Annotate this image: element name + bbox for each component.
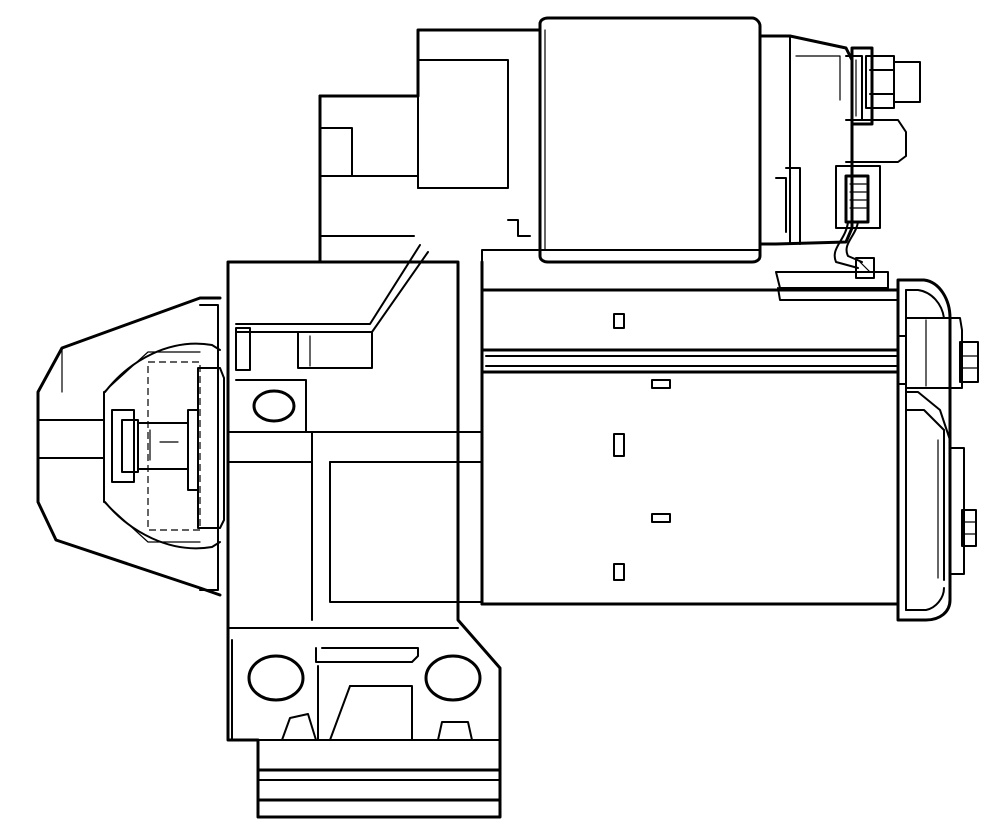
battery-terminal-stud (845, 46, 921, 163)
drive-end-frame (226, 260, 502, 819)
yoke-slots (613, 313, 671, 581)
fork-lever-housing (318, 28, 542, 264)
solenoid-end-cap (758, 34, 854, 246)
commutator-end-frame (896, 278, 952, 622)
through-bolt-heads (905, 317, 979, 575)
connector-strap (775, 221, 899, 301)
pinion-shaft (111, 367, 225, 529)
shift-lever (235, 244, 429, 371)
pinion-gear (103, 342, 221, 550)
drive-bearing-window (227, 379, 483, 621)
pinion-nose-housing (36, 296, 222, 597)
solenoid-body (538, 16, 762, 264)
motor-yoke (480, 260, 900, 606)
motor-terminal-stud (835, 165, 881, 229)
mounting-flange (247, 647, 502, 802)
